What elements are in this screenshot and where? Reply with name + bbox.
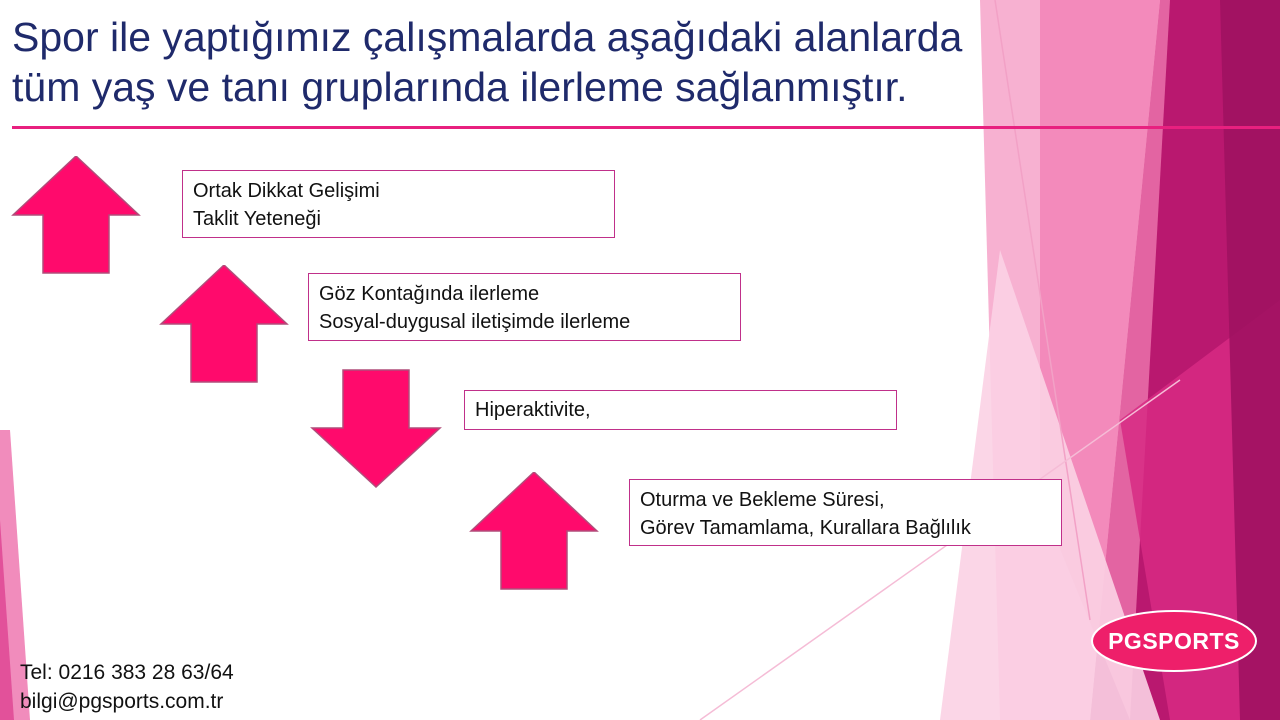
- item-box-3: Hiperaktivite,: [464, 390, 897, 430]
- title-line-2: tüm yaş ve tanı gruplarında ilerleme sağ…: [12, 64, 908, 110]
- pgsports-logo: PGSPORTS: [1091, 610, 1257, 672]
- logo-text: PGSPORTS: [1108, 628, 1240, 654]
- title-underline: [12, 126, 1280, 129]
- item-1-line-1: Ortak Dikkat Gelişimi: [193, 180, 380, 202]
- up-arrow-icon: [159, 265, 289, 383]
- contact-info: Tel: 0216 383 28 63/64 bilgi@pgsports.co…: [20, 658, 234, 716]
- item-box-1: Ortak Dikkat Gelişimi Taklit Yeteneği: [182, 170, 615, 238]
- item-2-line-1: Göz Kontağında ilerleme: [319, 283, 540, 305]
- item-4-line-2: Görev Tamamlama, Kurallara Bağlılık: [640, 517, 971, 539]
- item-box-4: Oturma ve Bekleme Süresi, Görev Tamamlam…: [629, 479, 1062, 546]
- contact-phone: Tel: 0216 383 28 63/64: [20, 661, 234, 684]
- item-3-line-1: Hiperaktivite,: [475, 399, 591, 421]
- item-2-line-2: Sosyal-duygusal iletişimde ilerleme: [319, 311, 631, 333]
- up-arrow-icon: [11, 156, 141, 274]
- title-line-1: Spor ile yaptığımız çalışmalarda aşağıda…: [12, 14, 963, 60]
- down-arrow-icon: [310, 369, 442, 488]
- item-1-line-2: Taklit Yeteneği: [193, 208, 321, 230]
- item-4-line-1: Oturma ve Bekleme Süresi,: [640, 489, 885, 511]
- item-box-2: Göz Kontağında ilerleme Sosyal-duygusal …: [308, 273, 741, 341]
- contact-email: bilgi@pgsports.com.tr: [20, 690, 224, 713]
- page-title: Spor ile yaptığımız çalışmalarda aşağıda…: [12, 12, 1132, 112]
- up-arrow-icon: [469, 472, 599, 590]
